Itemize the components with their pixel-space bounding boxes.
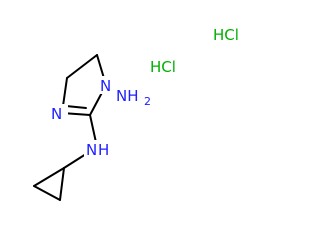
molecule-structure: N NH 2 N N H HCl HCl bbox=[33, 26, 239, 201]
atom-nh2-subscript: 2 bbox=[144, 95, 151, 108]
atom-n1-label: N bbox=[100, 77, 111, 95]
atom-nh2-label: NH bbox=[116, 87, 139, 105]
atom-nh-h-label: H bbox=[98, 141, 109, 159]
bond-ch2-ch2 bbox=[66, 54, 98, 79]
bond-cp-1 bbox=[33, 167, 65, 187]
atom-n3-label: N bbox=[51, 105, 62, 123]
atom-nh-label: N bbox=[86, 141, 97, 159]
salt-hcl-1: HCl bbox=[213, 26, 239, 44]
bond-cp-3 bbox=[59, 167, 65, 201]
bond-cp-2 bbox=[33, 185, 61, 201]
salt-hcl-2: HCl bbox=[150, 58, 176, 76]
bond-c2-n3-double bbox=[65, 105, 87, 109]
